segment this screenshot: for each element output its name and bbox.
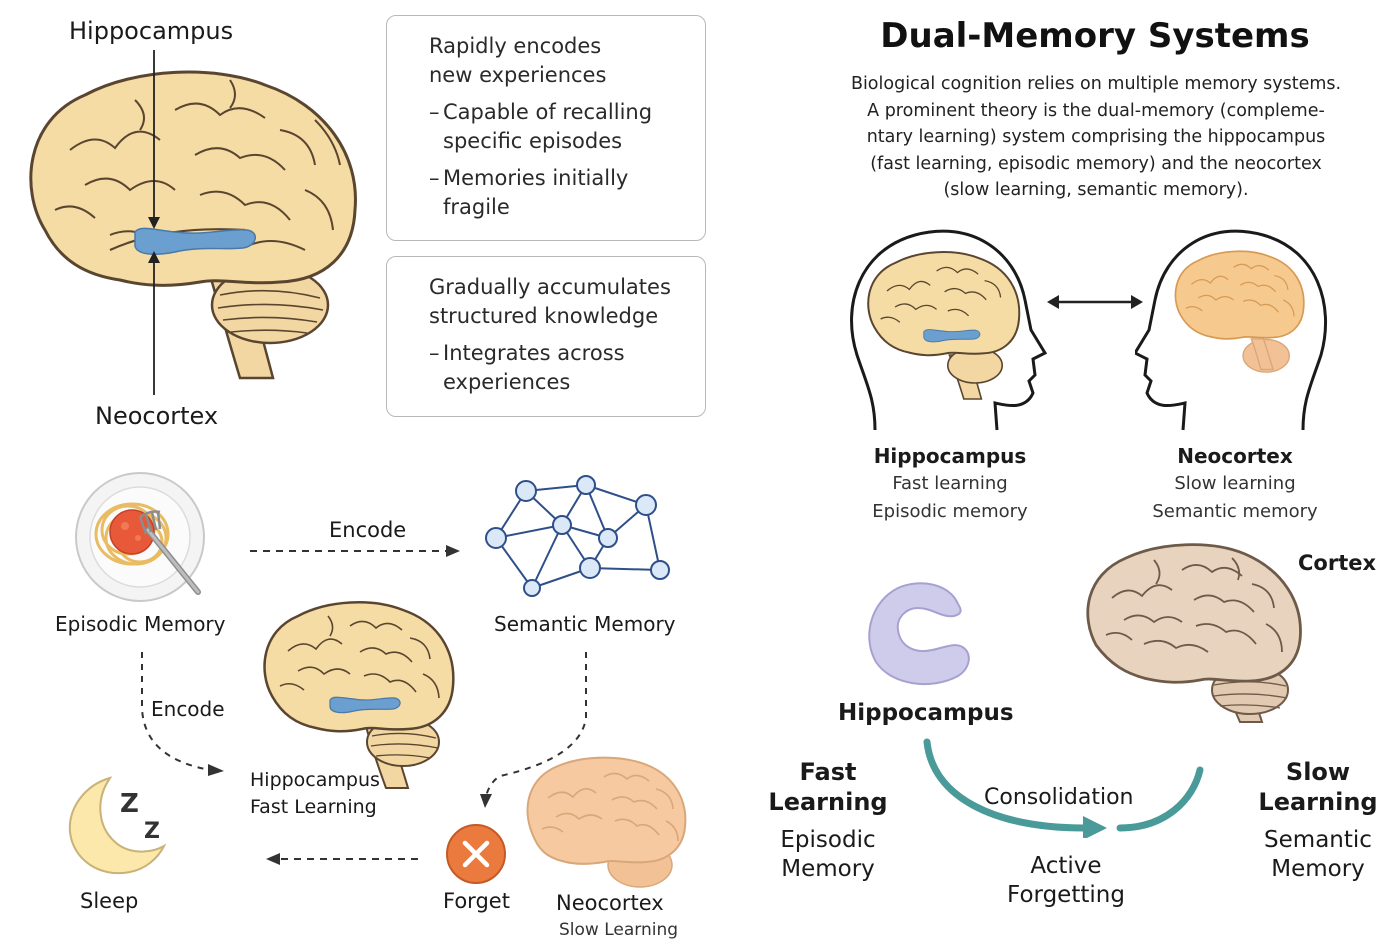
head-left-name: Hippocampus bbox=[873, 444, 1027, 468]
bidirectional-arrow bbox=[1047, 295, 1143, 309]
hippocampus-info-box: Rapidly encodes new experiences Capable … bbox=[386, 15, 706, 241]
head-right-name: Neocortex bbox=[1177, 444, 1293, 468]
hippocampus-c-icon bbox=[868, 582, 970, 686]
label-neocortex-top: Neocortex bbox=[95, 402, 219, 430]
label-episodic-memory: Episodic Memory bbox=[55, 612, 226, 636]
encode-arrow-side bbox=[141, 652, 224, 776]
head-label-hippocampus: Hippocampus Fast learning Episodic memor… bbox=[850, 442, 1050, 526]
forget-x-icon bbox=[446, 824, 506, 884]
brain-illustration-top bbox=[29, 70, 357, 380]
label-active-forgetting: Active Forgetting bbox=[1007, 853, 1125, 908]
head-right-line2: Semantic memory bbox=[1152, 501, 1318, 522]
hippo-fast-line1: Hippocampus bbox=[250, 769, 380, 791]
page-title: Dual-Memory Systems bbox=[880, 16, 1310, 56]
label-hippocampus-bottom: Hippocampus bbox=[838, 700, 1014, 726]
intro-line-3: ntary learning) system comprising the hi… bbox=[866, 127, 1326, 147]
label-neocortex-flow: Neocortex bbox=[556, 891, 664, 915]
head-silhouette-right bbox=[1135, 229, 1328, 431]
intro-paragraph: Biological cognition relies on multiple … bbox=[840, 71, 1352, 204]
label-episodic-bottom: Episodic Memory bbox=[780, 827, 876, 882]
neocortex-brain-icon bbox=[526, 756, 687, 888]
box1-lead: Rapidly encodes new experiences bbox=[429, 34, 607, 87]
box2-bullet-1: Integrates across experiences bbox=[429, 339, 643, 397]
box2-lead: Gradually accumulates structured knowled… bbox=[429, 275, 671, 328]
head-right-line1: Slow learning bbox=[1174, 473, 1296, 494]
label-fast-learning: Fast Learning bbox=[768, 758, 888, 816]
label-forget: Forget bbox=[443, 889, 510, 913]
label-slow-learning-flow: Slow Learning bbox=[559, 920, 679, 940]
semantic-network-icon bbox=[485, 475, 670, 597]
head-left-line1: Fast learning bbox=[892, 473, 1008, 494]
label-hippocampus-top: Hippocampus bbox=[69, 17, 234, 45]
label-slow-learning: Slow Learning bbox=[1258, 758, 1378, 816]
svg-text:Z: Z bbox=[120, 789, 139, 819]
moon-icon: Z Z bbox=[68, 776, 167, 875]
intro-line-5: (slow learning, semantic memory). bbox=[943, 180, 1249, 200]
box1-bullet-1: Capable of recalling specific episodes bbox=[429, 98, 673, 156]
neocortex-info-box: Gradually accumulates structured knowled… bbox=[386, 256, 706, 417]
label-hippocampus-fast: Hippocampus Fast Learning bbox=[250, 767, 380, 821]
label-pointers bbox=[148, 50, 160, 395]
label-cortex: Cortex bbox=[1298, 551, 1377, 575]
label-encode-top: Encode bbox=[329, 518, 407, 542]
box1-bullet-2: Memories initially fragile bbox=[429, 164, 643, 222]
encode-arrow-top bbox=[250, 545, 460, 557]
brain-illustration-middle bbox=[263, 601, 455, 789]
head-left-line2: Episodic memory bbox=[872, 501, 1028, 522]
label-consolidation: Consolidation bbox=[984, 785, 1134, 810]
svg-text:Z: Z bbox=[144, 819, 160, 844]
spaghetti-plate-icon bbox=[75, 472, 205, 602]
intro-line-4: (fast learning, episodic memory) and the… bbox=[870, 153, 1322, 174]
hippocampus-shape-middle bbox=[329, 696, 401, 714]
forget-to-sleep-arrow bbox=[266, 853, 418, 865]
cortex-brain-icon bbox=[1086, 543, 1302, 723]
hippocampus-shape bbox=[134, 227, 256, 255]
semantic-to-forget-arrow bbox=[480, 652, 587, 808]
head-label-neocortex: Neocortex Slow learning Semantic memory bbox=[1135, 442, 1335, 526]
label-encode-side: Encode bbox=[151, 697, 225, 721]
intro-line-1: Biological cognition relies on multiple … bbox=[850, 74, 1342, 94]
intro-line-2: A prominent theory is the dual-memory (c… bbox=[867, 100, 1325, 121]
consolidation-arrow bbox=[923, 738, 1204, 838]
head-silhouette-left bbox=[850, 229, 1048, 431]
hippo-fast-line2: Fast Learning bbox=[250, 796, 377, 818]
label-semantic-memory: Semantic Memory bbox=[494, 612, 676, 636]
label-sleep: Sleep bbox=[80, 889, 139, 913]
label-semantic-bottom: Semantic Memory bbox=[1264, 827, 1372, 882]
